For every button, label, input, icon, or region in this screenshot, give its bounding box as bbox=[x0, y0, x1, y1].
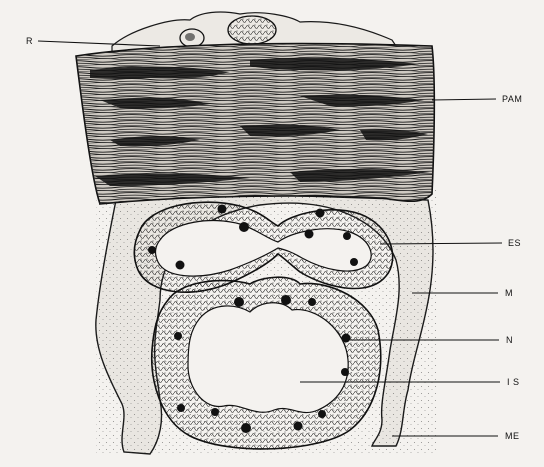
label-m: M bbox=[505, 289, 513, 298]
intestine-lumen bbox=[188, 303, 348, 413]
leader-pam bbox=[432, 99, 496, 100]
label-r: R bbox=[26, 37, 33, 46]
label-is: I S bbox=[507, 378, 520, 387]
label-n: N bbox=[506, 336, 513, 345]
label-es: ES bbox=[508, 239, 521, 248]
right-nerve-cord bbox=[228, 16, 276, 44]
label-pam: PAM bbox=[502, 95, 522, 104]
label-me: ME bbox=[505, 432, 520, 441]
